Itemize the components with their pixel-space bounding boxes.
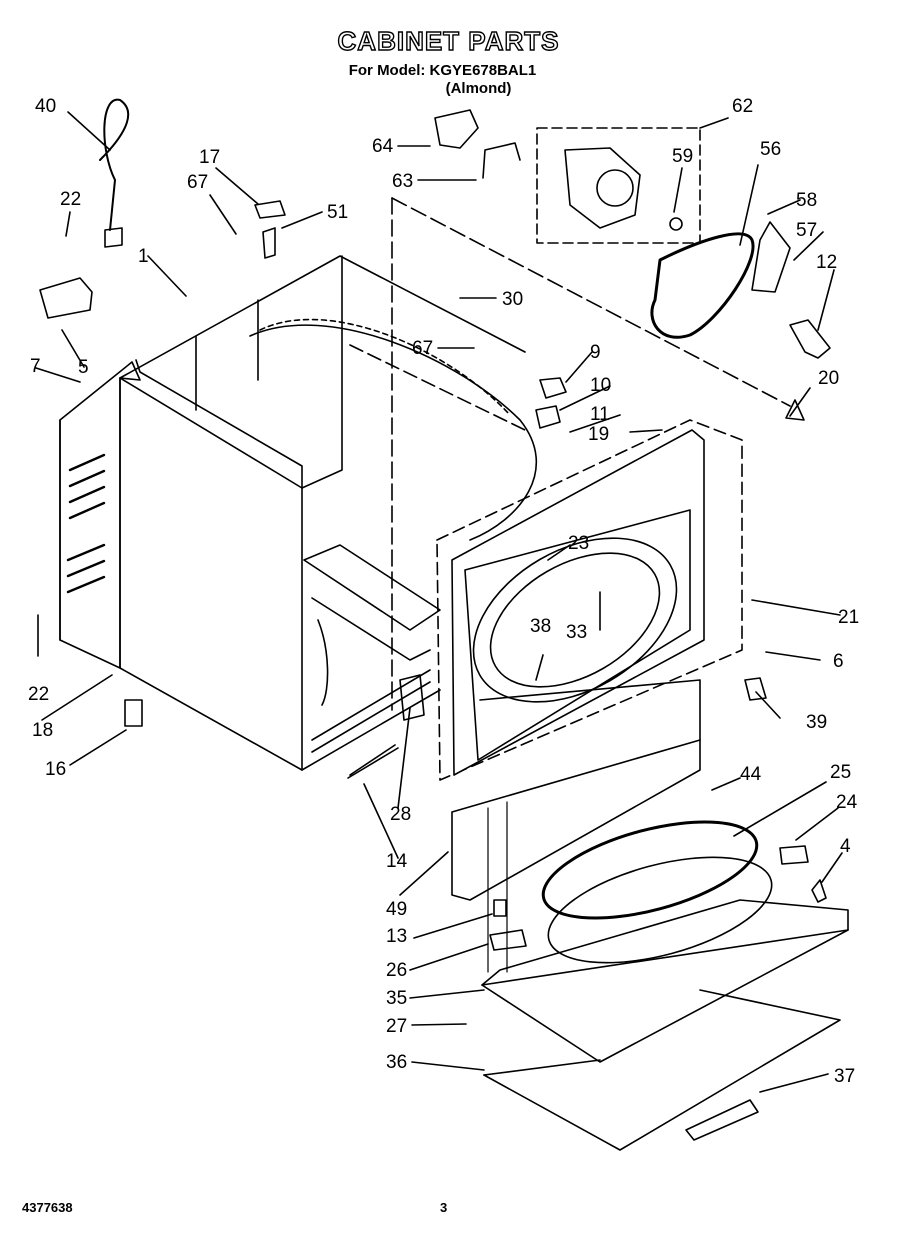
callout-label: 59	[672, 146, 693, 167]
callout-labels: 40 17 67 51 22 1 7 5 64 63 62 59 56 58 5…	[28, 96, 859, 1087]
callout-label: 51	[327, 202, 348, 223]
callout-label: 21	[838, 607, 859, 628]
callout-label: 39	[806, 712, 827, 733]
callout-label: 10	[590, 375, 611, 396]
callout-label: 22	[28, 684, 49, 705]
callout-label: 19	[588, 424, 609, 445]
page-title: CABINET PARTS	[337, 25, 560, 56]
page-number: 3	[440, 1200, 448, 1215]
callout-label: 6	[833, 651, 844, 672]
callout-label: 5	[78, 357, 89, 378]
document-number: 4377638	[22, 1200, 73, 1215]
callout-label: 22	[60, 189, 81, 210]
callout-label: 1	[138, 246, 149, 267]
callout-label: 64	[372, 136, 394, 157]
callout-label: 67	[412, 338, 433, 359]
callout-label: 58	[796, 190, 817, 211]
callout-label: 30	[502, 289, 523, 310]
callout-label: 44	[740, 764, 762, 785]
callout-label: 18	[32, 720, 53, 741]
callout-label: 27	[386, 1016, 407, 1037]
callout-label: 25	[830, 762, 851, 783]
model-line: For Model: KGYE678BAL1	[348, 62, 537, 79]
callout-label: 56	[760, 139, 781, 160]
callout-label: 17	[199, 147, 220, 168]
callout-label: 20	[818, 368, 839, 389]
cabinet-side-panel	[119, 377, 303, 771]
callout-label: 62	[732, 96, 753, 117]
callout-label: 4	[840, 836, 851, 857]
callout-label: 49	[386, 899, 407, 920]
callout-label: 26	[386, 960, 407, 981]
callout-label: 63	[392, 171, 413, 192]
callout-label: 12	[816, 252, 837, 273]
callout-label: 23	[568, 533, 589, 554]
callout-label: 7	[30, 356, 41, 377]
color-line: (Almond)	[445, 80, 512, 97]
callout-label: 33	[566, 622, 587, 643]
callout-label: 38	[530, 616, 551, 637]
callout-label: 36	[386, 1052, 407, 1073]
callout-label: 57	[796, 220, 817, 241]
callout-label: 16	[45, 759, 66, 780]
callout-label: 14	[386, 851, 408, 872]
callout-label: 37	[834, 1066, 855, 1087]
callout-label: 24	[836, 792, 858, 813]
drawing-linework	[35, 98, 849, 1151]
callout-label: 13	[386, 926, 407, 947]
callout-label: 28	[390, 804, 411, 825]
callout-label: 35	[386, 988, 407, 1009]
callout-label: 11	[590, 404, 610, 425]
callout-label: 67	[187, 172, 208, 193]
callout-label: 9	[590, 342, 601, 363]
callout-label: 40	[35, 96, 56, 117]
